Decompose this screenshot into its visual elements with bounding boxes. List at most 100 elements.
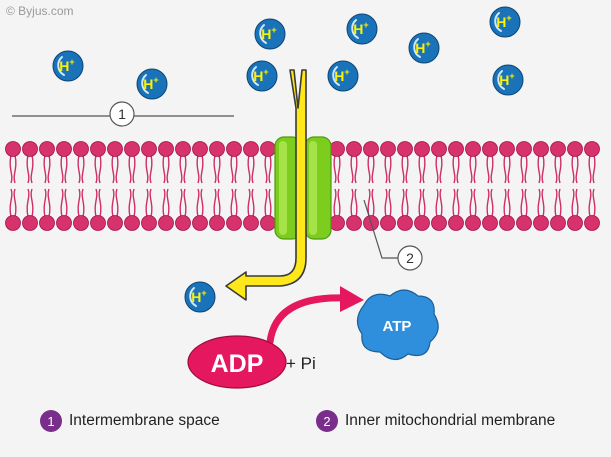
lipid-head	[243, 141, 259, 157]
lipid-tail	[81, 154, 85, 184]
lipid-tail	[128, 188, 132, 218]
lipid-tail	[507, 188, 511, 218]
lipid-head	[584, 215, 600, 231]
lipid-tail	[333, 188, 337, 218]
lipid-head	[175, 141, 191, 157]
lipid-head	[5, 141, 21, 157]
lipid-tail	[268, 188, 272, 218]
lipid-tail	[418, 188, 422, 218]
lipid-tail	[60, 154, 64, 184]
hydrogen-ion: H+	[136, 68, 168, 100]
pi-label: + Pi	[286, 354, 316, 373]
lipid-tail	[405, 154, 409, 184]
lipid-tail	[439, 154, 443, 184]
phospholipid	[90, 141, 106, 231]
ion-highlight	[251, 66, 259, 86]
lipid-tail	[94, 154, 98, 184]
lipid-tail	[247, 154, 251, 184]
lipid-tail	[247, 188, 251, 218]
lipid-tail	[111, 154, 115, 184]
lipid-tail	[486, 188, 490, 218]
lipid-tail	[200, 188, 204, 218]
lipid-tail	[350, 154, 354, 184]
ion-highlight	[351, 19, 359, 39]
lipid-head	[533, 141, 549, 157]
lipid-head	[465, 141, 481, 157]
lipid-tail	[115, 188, 119, 218]
lipid-head	[158, 141, 174, 157]
lipid-head	[158, 215, 174, 231]
lipid-head	[260, 141, 276, 157]
lipid-head	[516, 215, 532, 231]
lipid-tail	[541, 154, 545, 184]
lipid-tail	[571, 154, 575, 184]
lipid-tail	[350, 188, 354, 218]
lipid-tail	[94, 188, 98, 218]
lipid-tail	[264, 154, 268, 184]
adp-atp-arrow-head	[340, 286, 364, 312]
hydrogen-ion: H+	[254, 18, 286, 50]
lipid-tail	[422, 154, 426, 184]
lipid-tail	[166, 154, 170, 184]
lipid-tail	[537, 188, 541, 218]
lipid-tail	[162, 188, 166, 218]
phospholipid	[192, 141, 208, 231]
watermark: © Byjus.com	[6, 4, 74, 18]
phospholipid	[516, 141, 532, 231]
lipid-head	[465, 215, 481, 231]
lipid-tail	[388, 154, 392, 184]
ion-highlight	[497, 70, 505, 90]
phospholipid	[397, 141, 413, 231]
lipid-tail	[47, 188, 51, 218]
lipid-head	[550, 215, 566, 231]
lipid-tail	[234, 154, 238, 184]
phospholipid	[107, 141, 123, 231]
hydrogen-ion: H+	[184, 281, 216, 313]
lipid-tail	[452, 188, 456, 218]
lipid-head	[397, 215, 413, 231]
legend-number-2: 2	[316, 410, 338, 432]
ion-highlight	[494, 12, 502, 32]
legend-label-2: Inner mitochondrial membrane	[345, 412, 556, 429]
lipid-tail	[200, 154, 204, 184]
hydrogen-ion: H+	[246, 60, 278, 92]
lipid-head	[363, 141, 379, 157]
lipid-tail	[371, 154, 375, 184]
lipid-tail	[230, 154, 234, 184]
lipid-tail	[217, 188, 221, 218]
channel-highlight	[279, 141, 287, 235]
lipid-tail	[405, 188, 409, 218]
lipid-head	[482, 215, 498, 231]
ion-charge: +	[153, 75, 158, 85]
lipid-tail	[234, 188, 238, 218]
lipid-tail	[384, 188, 388, 218]
lipid-tail	[149, 188, 153, 218]
lipid-tail	[558, 154, 562, 184]
ion-highlight	[413, 38, 421, 58]
lipid-tail	[43, 188, 47, 218]
lipid-tail	[13, 154, 17, 184]
lipid-tail	[524, 188, 528, 218]
lipid-tail	[588, 154, 592, 184]
lipid-tail	[558, 188, 562, 218]
ion-charge: +	[506, 13, 511, 23]
legend-label-1: Intermembrane space	[69, 412, 220, 429]
lipid-tail	[26, 188, 30, 218]
lipid-tail	[251, 188, 255, 218]
lipid-head	[90, 141, 106, 157]
phospholipid	[39, 141, 55, 231]
phospholipid	[141, 141, 157, 231]
lipid-tail	[217, 154, 221, 184]
lipid-head	[209, 215, 225, 231]
adp-atp-arrow-shaft	[266, 294, 348, 346]
lipid-tail	[149, 154, 153, 184]
phospholipid	[550, 141, 566, 231]
lipid-head	[260, 215, 276, 231]
lipid-tail	[9, 188, 13, 218]
lipid-head	[39, 141, 55, 157]
lipid-tail	[571, 188, 575, 218]
lipid-tail	[196, 188, 200, 218]
lipid-head	[567, 215, 583, 231]
lipid-tail	[115, 154, 119, 184]
